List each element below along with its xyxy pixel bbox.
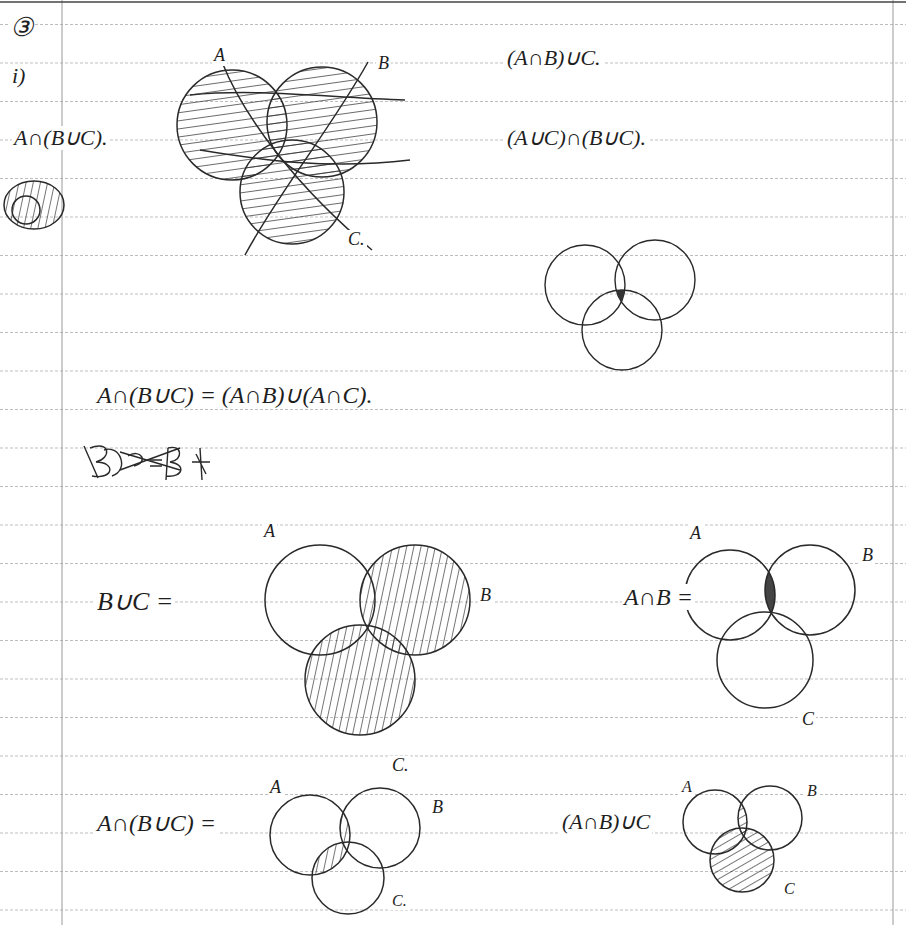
set-label: A (688, 524, 703, 544)
set-label: B (805, 782, 819, 800)
set-label: B (376, 54, 391, 74)
set-label: C. (346, 230, 367, 250)
problem-number: ③ (8, 14, 35, 43)
set-expression: (A∩B)∪C. (505, 46, 603, 70)
set-label: A (680, 778, 694, 796)
set-expression: A∩(B∪C) = (95, 810, 218, 836)
set-label: C. (390, 756, 411, 776)
set-label: A (268, 778, 283, 798)
set-label: C (782, 880, 797, 898)
set-label: B (860, 546, 875, 566)
set-expression: A∩B = (622, 584, 695, 610)
set-expression: A∩(B∪C). (12, 126, 110, 150)
set-label: C. (390, 892, 409, 910)
set-expression: B∪C = (95, 588, 175, 617)
identity-equation: A∩(B∪C) = (A∩B)∪(A∩C). (95, 382, 374, 408)
set-label: C (800, 710, 816, 730)
set-label: A (212, 46, 227, 66)
sub-number: i) (10, 64, 27, 88)
set-expression: (A∪C)∩(B∪C). (505, 126, 648, 150)
set-label: A (262, 522, 277, 542)
set-label: B (478, 586, 493, 606)
set-expression: (A∩B)∪C (560, 810, 652, 834)
set-label: B (430, 798, 445, 818)
